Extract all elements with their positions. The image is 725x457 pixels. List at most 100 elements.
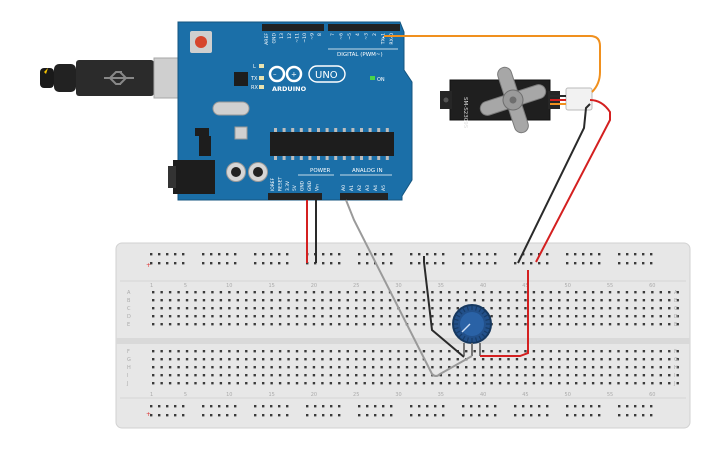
rail-hole[interactable] xyxy=(522,262,525,265)
terminal-hole[interactable] xyxy=(549,323,553,326)
rail-hole[interactable] xyxy=(314,405,317,408)
rail-hole[interactable] xyxy=(650,405,653,408)
rail-hole[interactable] xyxy=(426,262,429,265)
terminal-hole[interactable] xyxy=(524,382,527,385)
terminal-hole[interactable] xyxy=(583,358,586,361)
terminal-hole[interactable] xyxy=(397,374,400,377)
terminal-hole[interactable] xyxy=(625,291,629,294)
terminal-hole[interactable] xyxy=(355,307,358,310)
terminal-hole[interactable] xyxy=(566,315,569,318)
terminal-hole[interactable] xyxy=(642,323,646,326)
terminal-hole[interactable] xyxy=(236,382,239,385)
terminal-hole[interactable] xyxy=(591,382,595,385)
terminal-hole[interactable] xyxy=(558,366,561,369)
terminal-hole[interactable] xyxy=(507,366,510,369)
rail-hole[interactable] xyxy=(442,414,445,417)
terminal-hole[interactable] xyxy=(253,366,256,369)
terminal-hole[interactable] xyxy=(600,350,603,353)
terminal-hole[interactable] xyxy=(219,307,223,310)
rail-hole[interactable] xyxy=(566,405,569,408)
terminal-hole[interactable] xyxy=(498,299,502,302)
rail-hole[interactable] xyxy=(442,262,445,265)
rail-hole[interactable] xyxy=(330,253,333,256)
terminal-hole[interactable] xyxy=(642,382,646,385)
terminal-hole[interactable] xyxy=(634,382,637,385)
terminal-hole[interactable] xyxy=(355,315,358,318)
terminal-hole[interactable] xyxy=(524,299,527,302)
terminal-hole[interactable] xyxy=(617,307,620,310)
terminal-hole[interactable] xyxy=(608,315,612,318)
terminal-hole[interactable] xyxy=(642,315,646,318)
rail-hole[interactable] xyxy=(598,253,601,256)
terminal-hole[interactable] xyxy=(312,374,316,377)
terminal-hole[interactable] xyxy=(524,323,527,326)
terminal-hole[interactable] xyxy=(329,307,333,310)
terminal-hole[interactable] xyxy=(160,366,163,369)
terminal-hole[interactable] xyxy=(355,350,358,353)
rail-hole[interactable] xyxy=(582,253,585,256)
terminal-hole[interactable] xyxy=(600,374,603,377)
terminal-hole[interactable] xyxy=(541,323,544,326)
rail-hole[interactable] xyxy=(650,253,653,256)
terminal-hole[interactable] xyxy=(312,323,316,326)
terminal-hole[interactable] xyxy=(405,350,409,353)
rail-hole[interactable] xyxy=(358,405,361,408)
terminal-hole[interactable] xyxy=(152,315,155,318)
terminal-hole[interactable] xyxy=(287,382,290,385)
terminal-hole[interactable] xyxy=(236,299,239,302)
terminal-hole[interactable] xyxy=(608,350,612,353)
terminal-hole[interactable] xyxy=(278,382,282,385)
terminal-hole[interactable] xyxy=(168,366,172,369)
terminal-hole[interactable] xyxy=(152,307,155,310)
rail-hole[interactable] xyxy=(158,405,161,408)
terminal-hole[interactable] xyxy=(431,323,434,326)
terminal-hole[interactable] xyxy=(541,366,544,369)
terminal-hole[interactable] xyxy=(456,366,459,369)
terminal-hole[interactable] xyxy=(532,307,536,310)
terminal-hole[interactable] xyxy=(608,307,612,310)
terminal-hole[interactable] xyxy=(668,291,671,294)
rail-hole[interactable] xyxy=(278,414,281,417)
terminal-hole[interactable] xyxy=(541,307,544,310)
rail-hole[interactable] xyxy=(598,262,601,265)
terminal-hole[interactable] xyxy=(371,350,375,353)
terminal-hole[interactable] xyxy=(558,350,561,353)
terminal-hole[interactable] xyxy=(676,382,679,385)
terminal-hole[interactable] xyxy=(312,382,316,385)
terminal-hole[interactable] xyxy=(448,323,451,326)
rail-hole[interactable] xyxy=(426,253,429,256)
terminal-hole[interactable] xyxy=(312,350,316,353)
rail-hole[interactable] xyxy=(374,253,377,256)
terminal-hole[interactable] xyxy=(321,374,324,377)
terminal-hole[interactable] xyxy=(270,323,273,326)
terminal-hole[interactable] xyxy=(481,358,485,361)
terminal-hole[interactable] xyxy=(278,299,282,302)
terminal-hole[interactable] xyxy=(583,366,586,369)
terminal-hole[interactable] xyxy=(355,323,358,326)
terminal-hole[interactable] xyxy=(642,299,646,302)
rail-hole[interactable] xyxy=(226,253,229,256)
terminal-hole[interactable] xyxy=(676,350,679,353)
terminal-hole[interactable] xyxy=(346,299,349,302)
terminal-hole[interactable] xyxy=(278,307,282,310)
rail-hole[interactable] xyxy=(314,262,317,265)
terminal-hole[interactable] xyxy=(431,307,434,310)
rail-hole[interactable] xyxy=(462,262,465,265)
terminal-hole[interactable] xyxy=(355,374,358,377)
terminal-hole[interactable] xyxy=(490,358,493,361)
terminal-hole[interactable] xyxy=(439,291,443,294)
rail-hole[interactable] xyxy=(286,405,289,408)
terminal-hole[interactable] xyxy=(261,307,265,310)
terminal-hole[interactable] xyxy=(295,366,299,369)
rail-hole[interactable] xyxy=(254,405,257,408)
rail-hole[interactable] xyxy=(202,414,205,417)
terminal-hole[interactable] xyxy=(583,323,586,326)
terminal-hole[interactable] xyxy=(583,382,586,385)
terminal-hole[interactable] xyxy=(668,315,671,318)
terminal-hole[interactable] xyxy=(287,366,290,369)
terminal-hole[interactable] xyxy=(566,350,569,353)
terminal-hole[interactable] xyxy=(202,315,206,318)
terminal-hole[interactable] xyxy=(414,374,417,377)
terminal-hole[interactable] xyxy=(160,307,163,310)
terminal-hole[interactable] xyxy=(177,382,180,385)
